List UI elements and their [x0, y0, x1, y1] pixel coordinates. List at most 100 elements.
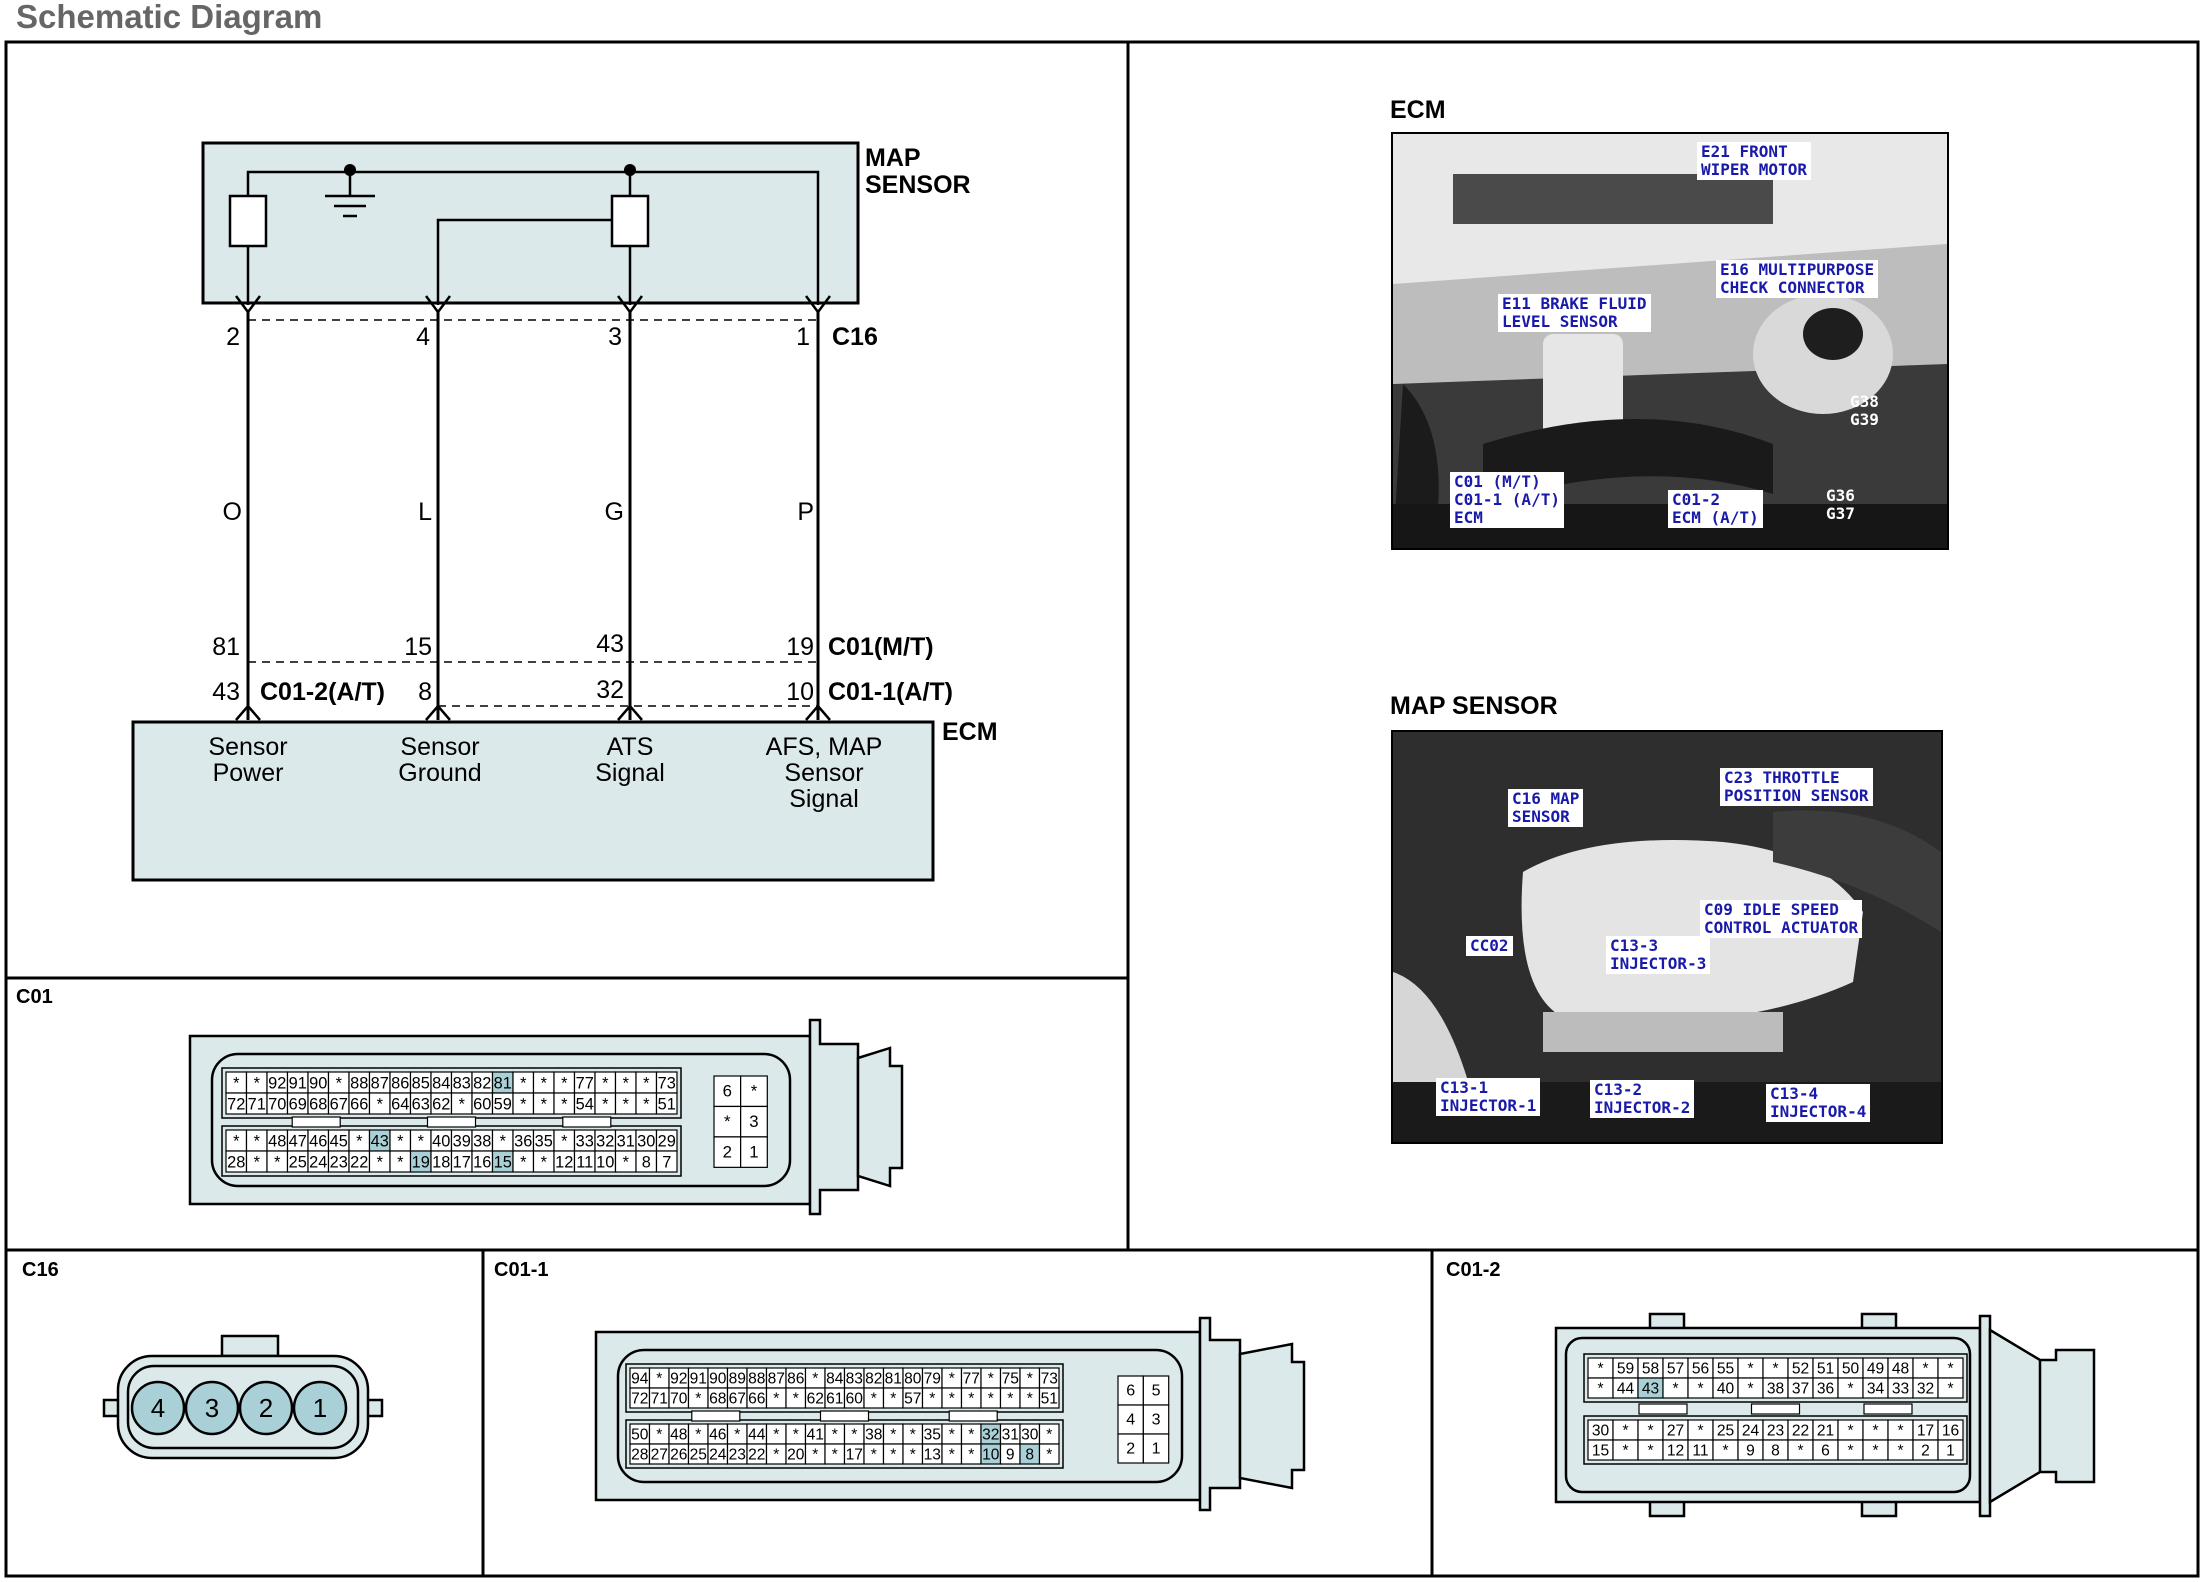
callout-cc02: CC02	[1466, 936, 1513, 956]
pin-number: 57	[1667, 1361, 1684, 1378]
pin-number: *	[871, 1391, 877, 1408]
pin-number: 92	[268, 1074, 286, 1092]
c16-panel-label: C16	[22, 1259, 59, 1281]
pin-number: *	[812, 1371, 818, 1388]
pin-number: 8	[1025, 1447, 1034, 1464]
ecm-label-3a: ATS	[607, 733, 654, 761]
key-tab	[1638, 1403, 1688, 1415]
map-sensor-photo-title: MAP SENSOR	[1390, 692, 1558, 720]
pin-number: *	[397, 1153, 404, 1171]
pin-cell	[655, 1150, 678, 1173]
page-title: Schematic Diagram	[16, 0, 323, 35]
pin-number: 69	[289, 1095, 307, 1113]
pin-number: *	[1027, 1371, 1033, 1388]
pin-number: *	[773, 1391, 779, 1408]
pin-number: 77	[963, 1371, 980, 1388]
pin-number: 26	[670, 1447, 687, 1464]
pin-number: 59	[1617, 1361, 1634, 1378]
pin-number: *	[695, 1391, 701, 1408]
pin-number: *	[1847, 1381, 1853, 1398]
callout-c01-ecm: C01 (M/T) C01-1 (A/T) ECM	[1450, 472, 1564, 528]
pin-number: *	[832, 1447, 838, 1464]
pin-number: *	[1847, 1443, 1853, 1460]
pin-number: *	[623, 1095, 630, 1113]
pin-number: 70	[670, 1391, 688, 1408]
pin-number: 81	[885, 1371, 902, 1388]
callout-c13-2-injector-2: C13-2 INJECTOR-2	[1590, 1080, 1695, 1118]
pin-number: 51	[658, 1095, 676, 1113]
pin-number: *	[1897, 1423, 1903, 1440]
pin-number: 10	[596, 1153, 614, 1171]
pin-number: *	[871, 1447, 877, 1464]
pin-number: 32	[596, 1132, 614, 1150]
pin-number: 83	[846, 1371, 863, 1388]
side-pin-cell	[713, 1105, 742, 1138]
callout-c09-idle-speed-control-actuator: C09 IDLE SPEED CONTROL ACTUATOR	[1700, 900, 1863, 938]
pin-number: *	[949, 1447, 955, 1464]
callout-e11-brake-fluid-level-sensor: E11 BRAKE FLUID LEVEL SENSOR	[1498, 294, 1651, 332]
pin-number: 16	[473, 1153, 491, 1171]
pin-number: 55	[1717, 1361, 1735, 1378]
pin-number: *	[459, 1095, 466, 1113]
pin-number: 37	[1792, 1381, 1809, 1398]
side-pin-cell	[740, 1136, 768, 1168]
pin-number: *	[561, 1132, 568, 1150]
pin-number: *	[695, 1427, 701, 1444]
pin-number: 1	[1946, 1443, 1955, 1460]
pin-number: 44	[1617, 1381, 1635, 1398]
pin-number: 22	[350, 1153, 368, 1171]
pin-number: *	[929, 1391, 935, 1408]
key-tab	[291, 1116, 341, 1128]
ecm-label-1b: Power	[213, 759, 284, 787]
pin-number: 25	[690, 1447, 708, 1464]
pin-number: 49	[1867, 1361, 1884, 1378]
pin-number: 81	[494, 1074, 512, 1092]
pin-number: *	[602, 1074, 609, 1092]
wire-color-3: G	[605, 498, 624, 526]
pin-number: 43	[1642, 1381, 1659, 1398]
ecm-label-4b: Sensor	[784, 759, 863, 787]
pin-number: *	[643, 1095, 650, 1113]
pin-number: 46	[709, 1427, 726, 1444]
pin-number: 12	[1667, 1443, 1684, 1460]
pin-number: 75	[1002, 1371, 1020, 1388]
pin-number: 23	[729, 1447, 746, 1464]
side-pin-number: 3	[1152, 1412, 1161, 1429]
pin-number: 43	[371, 1132, 389, 1150]
pin-number: *	[988, 1371, 994, 1388]
pin-number: 92	[670, 1371, 687, 1388]
pin-mt-1: 81	[212, 633, 240, 661]
pin-number: 30	[1021, 1427, 1039, 1444]
c16-pin-number: 3	[205, 1393, 219, 1423]
pin-number: *	[988, 1391, 994, 1408]
pin-number: 91	[289, 1074, 307, 1092]
connector-c16-label: C16	[832, 323, 878, 351]
pin-number: 15	[1592, 1443, 1610, 1460]
pin-number: *	[1847, 1423, 1853, 1440]
pin-number: 20	[787, 1447, 805, 1464]
pin-number: *	[1747, 1361, 1753, 1378]
pin-number: *	[793, 1391, 799, 1408]
pin-number: 90	[309, 1074, 327, 1092]
pin-number: *	[623, 1153, 630, 1171]
pin-number: *	[1872, 1423, 1878, 1440]
pin-number: *	[968, 1447, 974, 1464]
pin-top-3: 3	[608, 323, 622, 351]
pin-number: 68	[309, 1095, 327, 1113]
side-pin-cell	[1117, 1433, 1144, 1464]
pin-number: *	[1947, 1361, 1953, 1378]
pin-number: 62	[807, 1391, 824, 1408]
ecm-location-photo	[1391, 132, 1949, 550]
pin-number: *	[643, 1074, 650, 1092]
c16-pin	[130, 1380, 186, 1436]
callout-c13-3-injector-3: C13-3 INJECTOR-3	[1606, 936, 1711, 974]
pin-number: *	[397, 1132, 404, 1150]
pin-number: *	[254, 1074, 261, 1092]
pin-number: 47	[289, 1132, 307, 1150]
pin-number: 89	[729, 1371, 746, 1388]
pin-number: 33	[576, 1132, 594, 1150]
callout-g38-g39: G38 G39	[1850, 392, 1879, 429]
ecm-title: ECM	[942, 718, 998, 746]
pin-number: *	[377, 1153, 384, 1171]
